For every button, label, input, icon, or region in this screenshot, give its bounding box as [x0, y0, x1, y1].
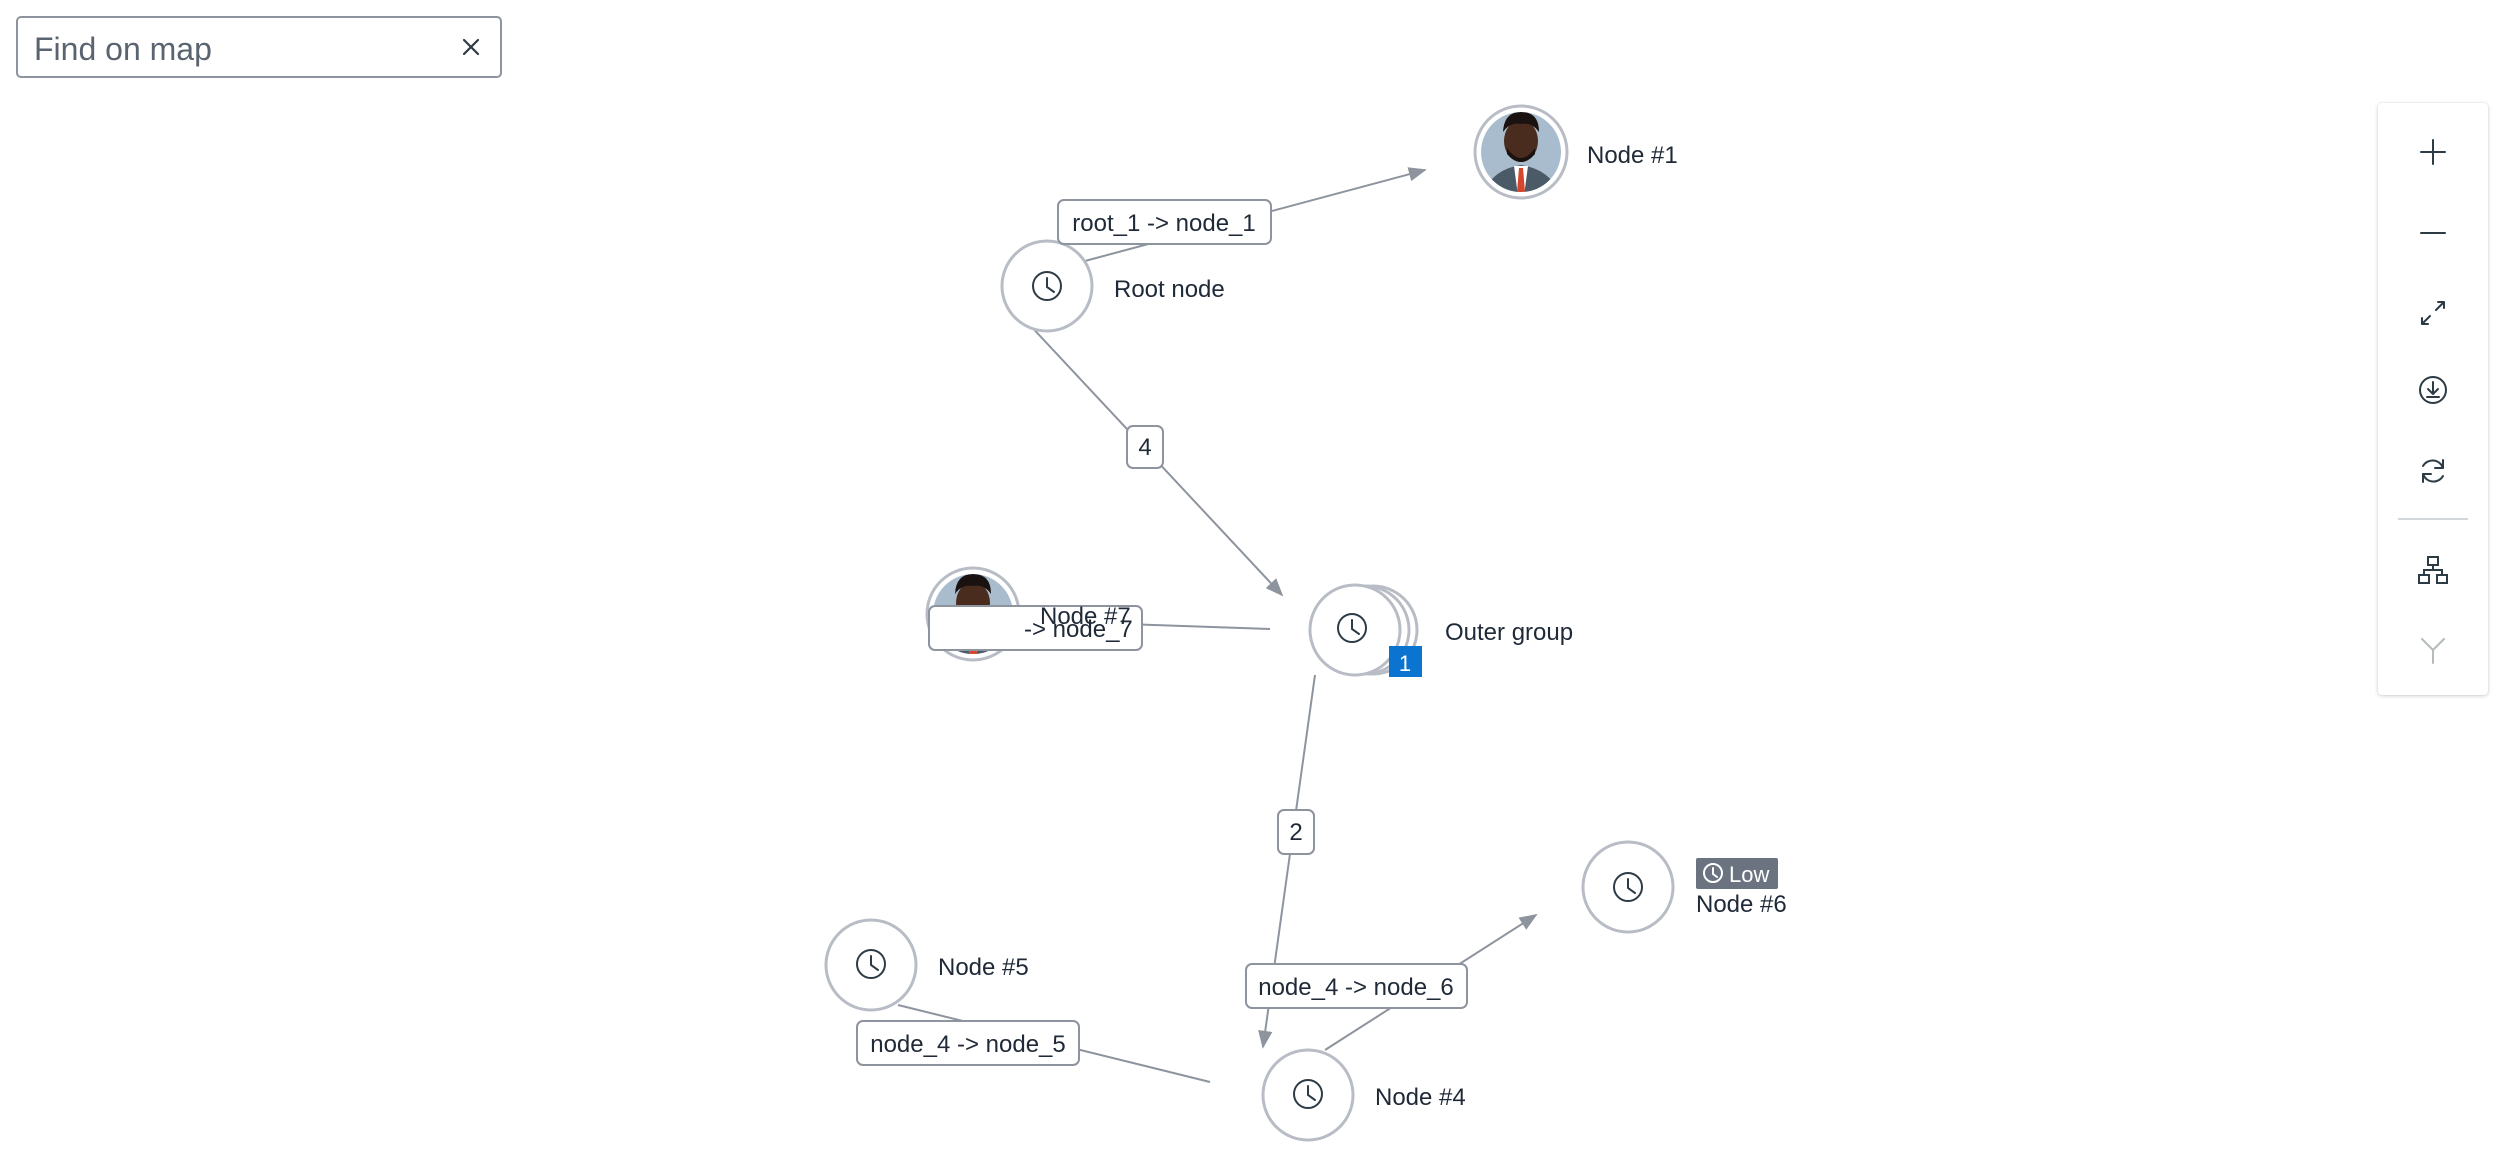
- edge-label-root-outer[interactable]: 4: [1126, 425, 1164, 469]
- clear-search-button[interactable]: [456, 32, 486, 62]
- edge-label-text: -> node_7: [1024, 616, 1133, 643]
- node-label: Node #4: [1375, 1084, 1466, 1111]
- edge-label-text: 4: [1138, 434, 1151, 461]
- hierarchy-icon: [2418, 556, 2448, 584]
- clock-icon: [1703, 863, 1723, 883]
- plus-icon: [2420, 139, 2446, 165]
- merge-button[interactable]: [2393, 615, 2473, 685]
- node-outer-group[interactable]: 1 Outer group: [1308, 583, 1573, 677]
- node-label: Node #1: [1587, 142, 1678, 169]
- fit-to-screen-button[interactable]: [2393, 278, 2473, 348]
- priority-tag: Low: [1696, 858, 1778, 889]
- edge-label-text: 2: [1289, 819, 1302, 846]
- minus-icon: [2420, 232, 2446, 234]
- toolbar-divider: [2398, 518, 2468, 520]
- priority-tag-text: Low: [1729, 862, 1769, 887]
- zoom-in-button[interactable]: [2393, 117, 2473, 187]
- download-icon: [2419, 376, 2447, 404]
- node-label: Root node: [1114, 276, 1225, 303]
- clock-icon: [1613, 872, 1643, 902]
- node-4[interactable]: Node #4: [1261, 1048, 1466, 1142]
- close-icon: [462, 38, 480, 56]
- edge-label-outer-node4[interactable]: 2: [1277, 809, 1315, 855]
- refresh-button[interactable]: [2393, 436, 2473, 506]
- node-root[interactable]: Root node: [1000, 239, 1225, 333]
- find-on-map-search: [16, 16, 502, 78]
- zoom-out-button[interactable]: [2393, 198, 2473, 268]
- clock-icon: [1337, 613, 1367, 643]
- avatar: [1481, 112, 1561, 192]
- count-badge-text: 1: [1399, 651, 1411, 676]
- count-badge: 1: [1389, 646, 1422, 677]
- edge-label-node4-node6[interactable]: node_4 -> node_6: [1245, 963, 1468, 1009]
- node-label: Node #7: [1040, 603, 1131, 630]
- edge-label-node4-node5[interactable]: node_4 -> node_5: [856, 1020, 1080, 1066]
- node-label: Node #5: [938, 954, 1029, 981]
- node-label: Outer group: [1445, 619, 1573, 646]
- clock-icon: [1293, 1079, 1323, 1109]
- node-5[interactable]: Node #5: [824, 918, 1029, 1012]
- node-6[interactable]: Low Node #6: [1581, 840, 1787, 934]
- download-button[interactable]: [2393, 355, 2473, 425]
- clock-icon: [1032, 271, 1062, 301]
- refresh-icon: [2422, 459, 2444, 483]
- expand-icon: [2421, 301, 2445, 325]
- node-1[interactable]: Node #1: [1473, 104, 1678, 200]
- fork-icon: [2421, 638, 2445, 664]
- search-input[interactable]: [32, 26, 436, 72]
- edge-label-text: node_4 -> node_5: [870, 1031, 1066, 1058]
- clock-icon: [856, 949, 886, 979]
- node-label: Node #6: [1696, 891, 1787, 918]
- map-toolbar: [2378, 103, 2488, 695]
- edge-label-text: node_4 -> node_6: [1258, 974, 1454, 1001]
- edge-label-text: root_1 -> node_1: [1072, 210, 1255, 237]
- edge-label-root-node1[interactable]: root_1 -> node_1: [1057, 199, 1272, 245]
- layout-button[interactable]: [2393, 535, 2473, 605]
- edge-label-node7[interactable]: -> node_7: [928, 605, 1143, 651]
